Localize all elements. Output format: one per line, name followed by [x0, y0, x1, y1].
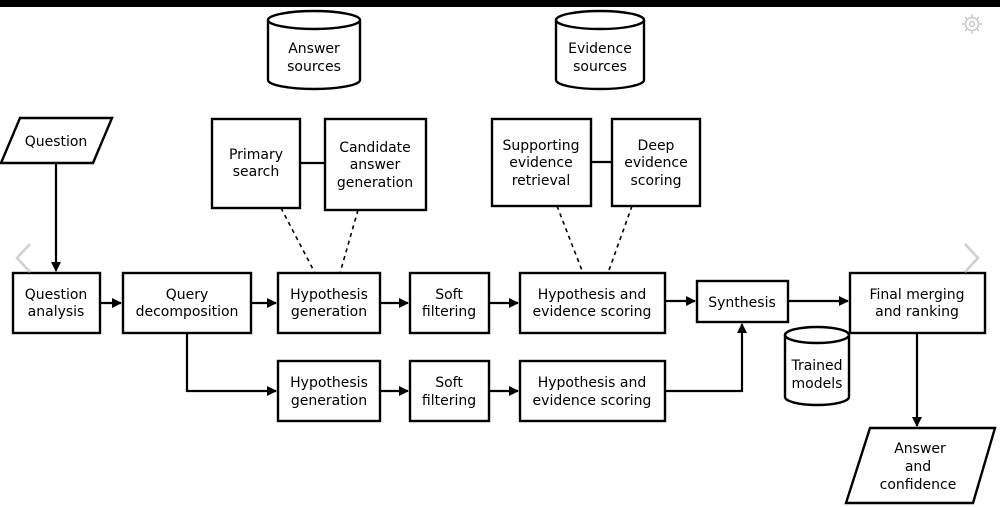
deep-evidence-scoring-label: scoring	[631, 173, 682, 189]
question-analysis-label: Question	[25, 287, 88, 303]
hypothesis-generation-box-2: Hypothesis generation	[276, 359, 382, 423]
trained-models-label: Trained	[790, 358, 842, 374]
answer-sources-label: sources	[287, 59, 341, 75]
dashed-link-deep-scoring	[607, 205, 633, 274]
hypothesis-generation-label: generation	[291, 393, 367, 409]
answer-sources-store: Answer sources	[266, 9, 362, 91]
supporting-evidence-retrieval-label: Supporting	[503, 138, 580, 154]
chevron-right-icon	[964, 243, 980, 273]
question-analysis-label: analysis	[28, 304, 85, 320]
arrow-scoring-2-to-synthesis	[665, 323, 747, 393]
answer-confidence-label: and	[905, 459, 931, 475]
dashed-link-primary-search	[280, 207, 316, 274]
deep-evidence-scoring-label: Deep	[638, 138, 675, 154]
query-decomposition-box: Query decomposition	[121, 271, 253, 335]
soft-filtering-label: filtering	[422, 304, 476, 320]
dashed-link-candidate-generation	[339, 209, 359, 274]
evidence-sources-label: sources	[573, 59, 627, 75]
dashed-link-supporting-evidence	[556, 205, 584, 274]
candidate-answer-generation-box: Candidate answer generation	[323, 117, 428, 212]
previous-image-button[interactable]	[15, 243, 31, 273]
soft-filtering-label: filtering	[422, 393, 476, 409]
hypothesis-evidence-scoring-box-1: Hypothesis and evidence scoring	[518, 271, 667, 335]
evidence-sources-store: Evidence sources	[554, 9, 646, 91]
query-decomposition-label: decomposition	[136, 304, 239, 320]
soft-filtering-label: Soft	[435, 375, 463, 391]
trained-models-store: Trained models	[783, 325, 851, 407]
primary-search-box: Primary search	[210, 117, 302, 210]
settings-button[interactable]	[962, 14, 982, 34]
query-decomposition-label: Query	[166, 287, 209, 303]
viewer-top-bar	[0, 0, 1000, 7]
hypothesis-evidence-scoring-box-2: Hypothesis and evidence scoring	[518, 359, 667, 423]
supporting-evidence-retrieval-label: retrieval	[512, 173, 571, 189]
final-merging-ranking-box: Final merging and ranking	[848, 271, 987, 335]
hypothesis-evidence-scoring-label: Hypothesis and	[538, 287, 647, 303]
final-merging-ranking-label: and ranking	[875, 304, 959, 320]
hypothesis-generation-label: generation	[291, 304, 367, 320]
synthesis-box: Synthesis	[695, 279, 790, 324]
next-image-button[interactable]	[964, 243, 980, 273]
hypothesis-generation-box-1: Hypothesis generation	[276, 271, 382, 335]
hypothesis-evidence-scoring-label: evidence scoring	[533, 304, 652, 320]
soft-filtering-box-1: Soft filtering	[408, 271, 491, 335]
candidate-answer-generation-label: answer	[350, 157, 401, 173]
supporting-evidence-retrieval-label: evidence	[509, 155, 572, 171]
trained-models-label: models	[792, 376, 843, 392]
primary-search-label: search	[233, 164, 280, 180]
soft-filtering-label: Soft	[435, 287, 463, 303]
question-label: Question	[25, 134, 88, 150]
deep-evidence-scoring-box: Deep evidence scoring	[610, 117, 702, 208]
question-analysis-box: Question analysis	[11, 271, 102, 335]
gear-icon	[962, 14, 982, 34]
arrow-decomposition-to-generation-2	[185, 333, 277, 396]
answer-sources-label: Answer	[288, 41, 340, 57]
hypothesis-generation-label: Hypothesis	[290, 287, 368, 303]
final-merging-ranking-label: Final merging	[869, 287, 964, 303]
deep-evidence-scoring-label: evidence	[624, 155, 687, 171]
chevron-left-icon	[15, 243, 31, 273]
synthesis-label: Synthesis	[708, 295, 776, 311]
question-input: Question	[0, 116, 114, 165]
soft-filtering-box-2: Soft filtering	[408, 359, 491, 423]
hypothesis-generation-label: Hypothesis	[290, 375, 368, 391]
hypothesis-evidence-scoring-label: evidence scoring	[533, 393, 652, 409]
answer-confidence-output: Answer and confidence	[844, 426, 997, 505]
hypothesis-evidence-scoring-label: Hypothesis and	[538, 375, 647, 391]
candidate-answer-generation-label: Candidate	[339, 140, 411, 156]
primary-search-label: Primary	[229, 147, 283, 163]
candidate-answer-generation-label: generation	[337, 175, 413, 191]
supporting-evidence-retrieval-box: Supporting evidence retrieval	[490, 117, 593, 208]
evidence-sources-label: Evidence	[568, 41, 632, 57]
answer-confidence-label: Answer	[894, 441, 946, 457]
answer-confidence-label: confidence	[880, 477, 957, 493]
